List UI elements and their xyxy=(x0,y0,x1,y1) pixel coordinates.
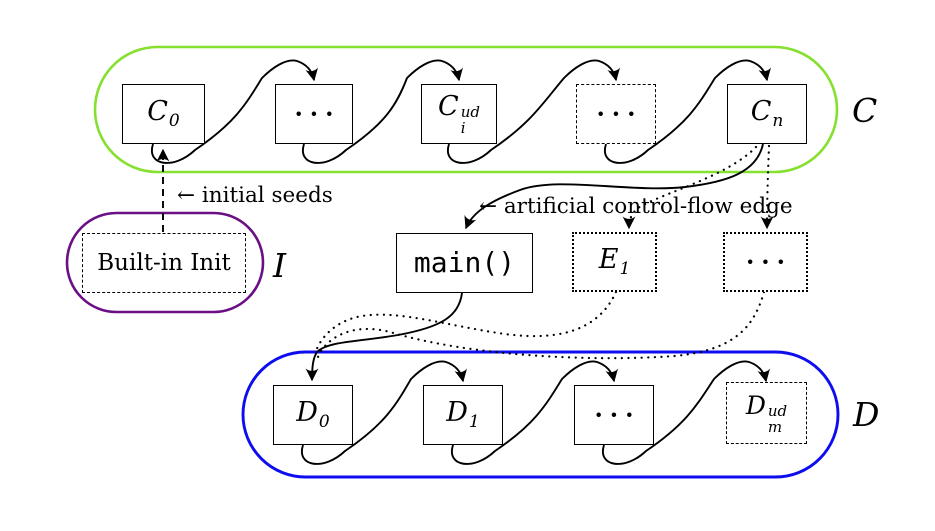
node-d1-label: D1 xyxy=(446,396,480,433)
destructors-container-label: D xyxy=(853,395,880,434)
node-c-ellipsis-dashed: ··· xyxy=(576,84,656,144)
constructors-container-label: C xyxy=(852,91,878,130)
node-e-ellipsis: ··· xyxy=(723,232,808,292)
exit-handler-to-d0-edges xyxy=(314,290,766,360)
edge-c0-to-c-ellipsis xyxy=(150,59,319,164)
edge-c-ellipsis-to-ci xyxy=(301,59,464,164)
edge-cn-to-e-ellipsis xyxy=(760,144,774,230)
edge-d0-to-d1 xyxy=(300,360,468,465)
edge-ci-to-c-ellipsis-dashed xyxy=(446,59,621,164)
edge-d-ellipsis-to-dm xyxy=(601,360,771,465)
node-main: main() xyxy=(396,233,533,293)
node-e1-label: E1 xyxy=(598,243,631,280)
edge-e1-to-d0 xyxy=(314,290,618,353)
init-container-label: I xyxy=(273,246,287,285)
node-d0-label: D0 xyxy=(296,396,330,433)
edge-c-ellipsis-dashed-to-cn xyxy=(603,59,772,164)
init-container xyxy=(65,211,265,314)
edge-e-ellipsis-to-d0 xyxy=(316,290,766,360)
node-d-ellipsis: ··· xyxy=(574,385,654,445)
constructor-chain-edges xyxy=(150,59,772,164)
node-e-ellipsis-label: ··· xyxy=(745,247,793,276)
node-c-ellipsis-label: ··· xyxy=(294,99,341,128)
edge-main-to-d0 xyxy=(305,292,463,382)
node-builtin-init-label: Built-in Init xyxy=(97,249,231,276)
node-c-ellipsis: ··· xyxy=(275,84,353,144)
edge-cn-to-e1 xyxy=(622,145,758,230)
initial-seeds-annotation: ← initial seeds xyxy=(177,183,333,208)
cn-to-exit-handler-edges xyxy=(622,144,774,230)
node-c0-label: C0 xyxy=(147,95,180,132)
node-cn-label: Cn xyxy=(750,95,784,132)
artificial-edge-annotation: ← artificial control-flow edge xyxy=(479,194,793,219)
node-c-ellipsis-dashed-label: ··· xyxy=(596,99,643,128)
node-c0: C0 xyxy=(122,84,205,144)
node-d-ellipsis-label: ··· xyxy=(594,400,641,429)
edge-cn-to-main xyxy=(464,143,764,230)
constructors-container xyxy=(93,45,839,174)
destructor-chain-edges xyxy=(300,360,771,465)
destructors-container xyxy=(241,350,840,479)
node-d1: D1 xyxy=(423,385,503,445)
edge-d1-to-d-ellipsis xyxy=(450,360,619,465)
node-cn: Cn xyxy=(727,84,807,144)
node-d0: D0 xyxy=(273,385,353,445)
node-builtin-init: Built-in Init xyxy=(82,233,246,293)
node-main-label: main() xyxy=(413,246,516,279)
node-e1: E1 xyxy=(572,232,657,292)
